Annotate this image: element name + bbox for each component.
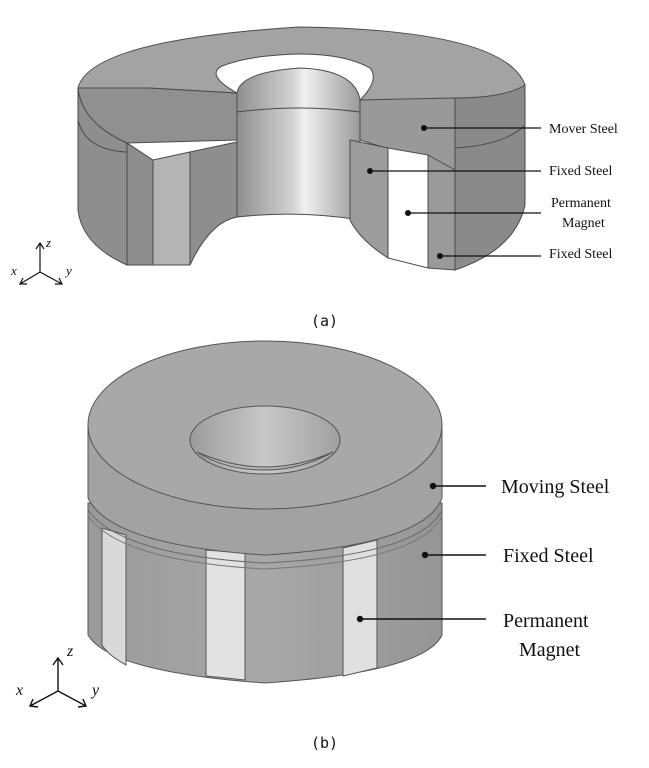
label-fixed-steel-upper-a: Fixed Steel: [549, 164, 612, 179]
air-gap-line-b: [87, 509, 443, 564]
axis-triad-b: [28, 656, 88, 708]
label-magnet-a: Magnet: [562, 216, 605, 231]
leader-dots-b: [356, 482, 437, 623]
axis-triad-a: [19, 241, 63, 285]
magnet-strip-2-b: [205, 549, 246, 681]
fixed-steel-right-inner-a: [349, 139, 389, 259]
caption-a: (a): [311, 312, 338, 330]
axis-y-b: y: [90, 682, 100, 699]
label-moving-steel-b: Moving Steel: [501, 476, 610, 498]
figure-a-drawing: [77, 26, 526, 271]
magnet-left-a: [152, 151, 191, 266]
leaders-a: [370, 127, 541, 257]
figure-b-drawing: [87, 340, 443, 684]
axis-x-b: x: [15, 682, 23, 699]
axis-x-a: x: [10, 263, 17, 278]
label-fixed-steel-lower-a: Fixed Steel: [549, 247, 612, 262]
magnet-right-a: [387, 147, 429, 269]
magnet-strip-1-b: [101, 527, 127, 666]
label-fixed-steel-b: Fixed Steel: [503, 545, 594, 567]
magnet-strip-3-b: [342, 539, 378, 677]
axis-z-b: z: [66, 643, 74, 660]
caption-b: (b): [311, 734, 338, 752]
label-permanent-a: Permanent: [551, 196, 611, 211]
label-permanent-b: Permanent: [503, 610, 589, 632]
bore-opening-b: [189, 405, 341, 475]
label-magnet-b: Magnet: [519, 639, 581, 661]
bore-a: [236, 67, 361, 221]
axis-z-a: z: [45, 235, 51, 250]
bore-bottom-b: [196, 451, 334, 471]
fixed-steel-left-inner-a: [189, 141, 238, 266]
bore-ring-line-a: [236, 107, 361, 113]
mover-steel-outer-wall-right-a: [454, 84, 526, 271]
axis-y-a: y: [64, 263, 72, 278]
leaders-b: [360, 485, 486, 620]
fixed-steel-left-block-a: [126, 142, 154, 266]
leader-dots-a: [367, 125, 443, 259]
label-mover-steel-a: Mover Steel: [549, 122, 618, 137]
air-gap-line-b2: [87, 515, 443, 570]
